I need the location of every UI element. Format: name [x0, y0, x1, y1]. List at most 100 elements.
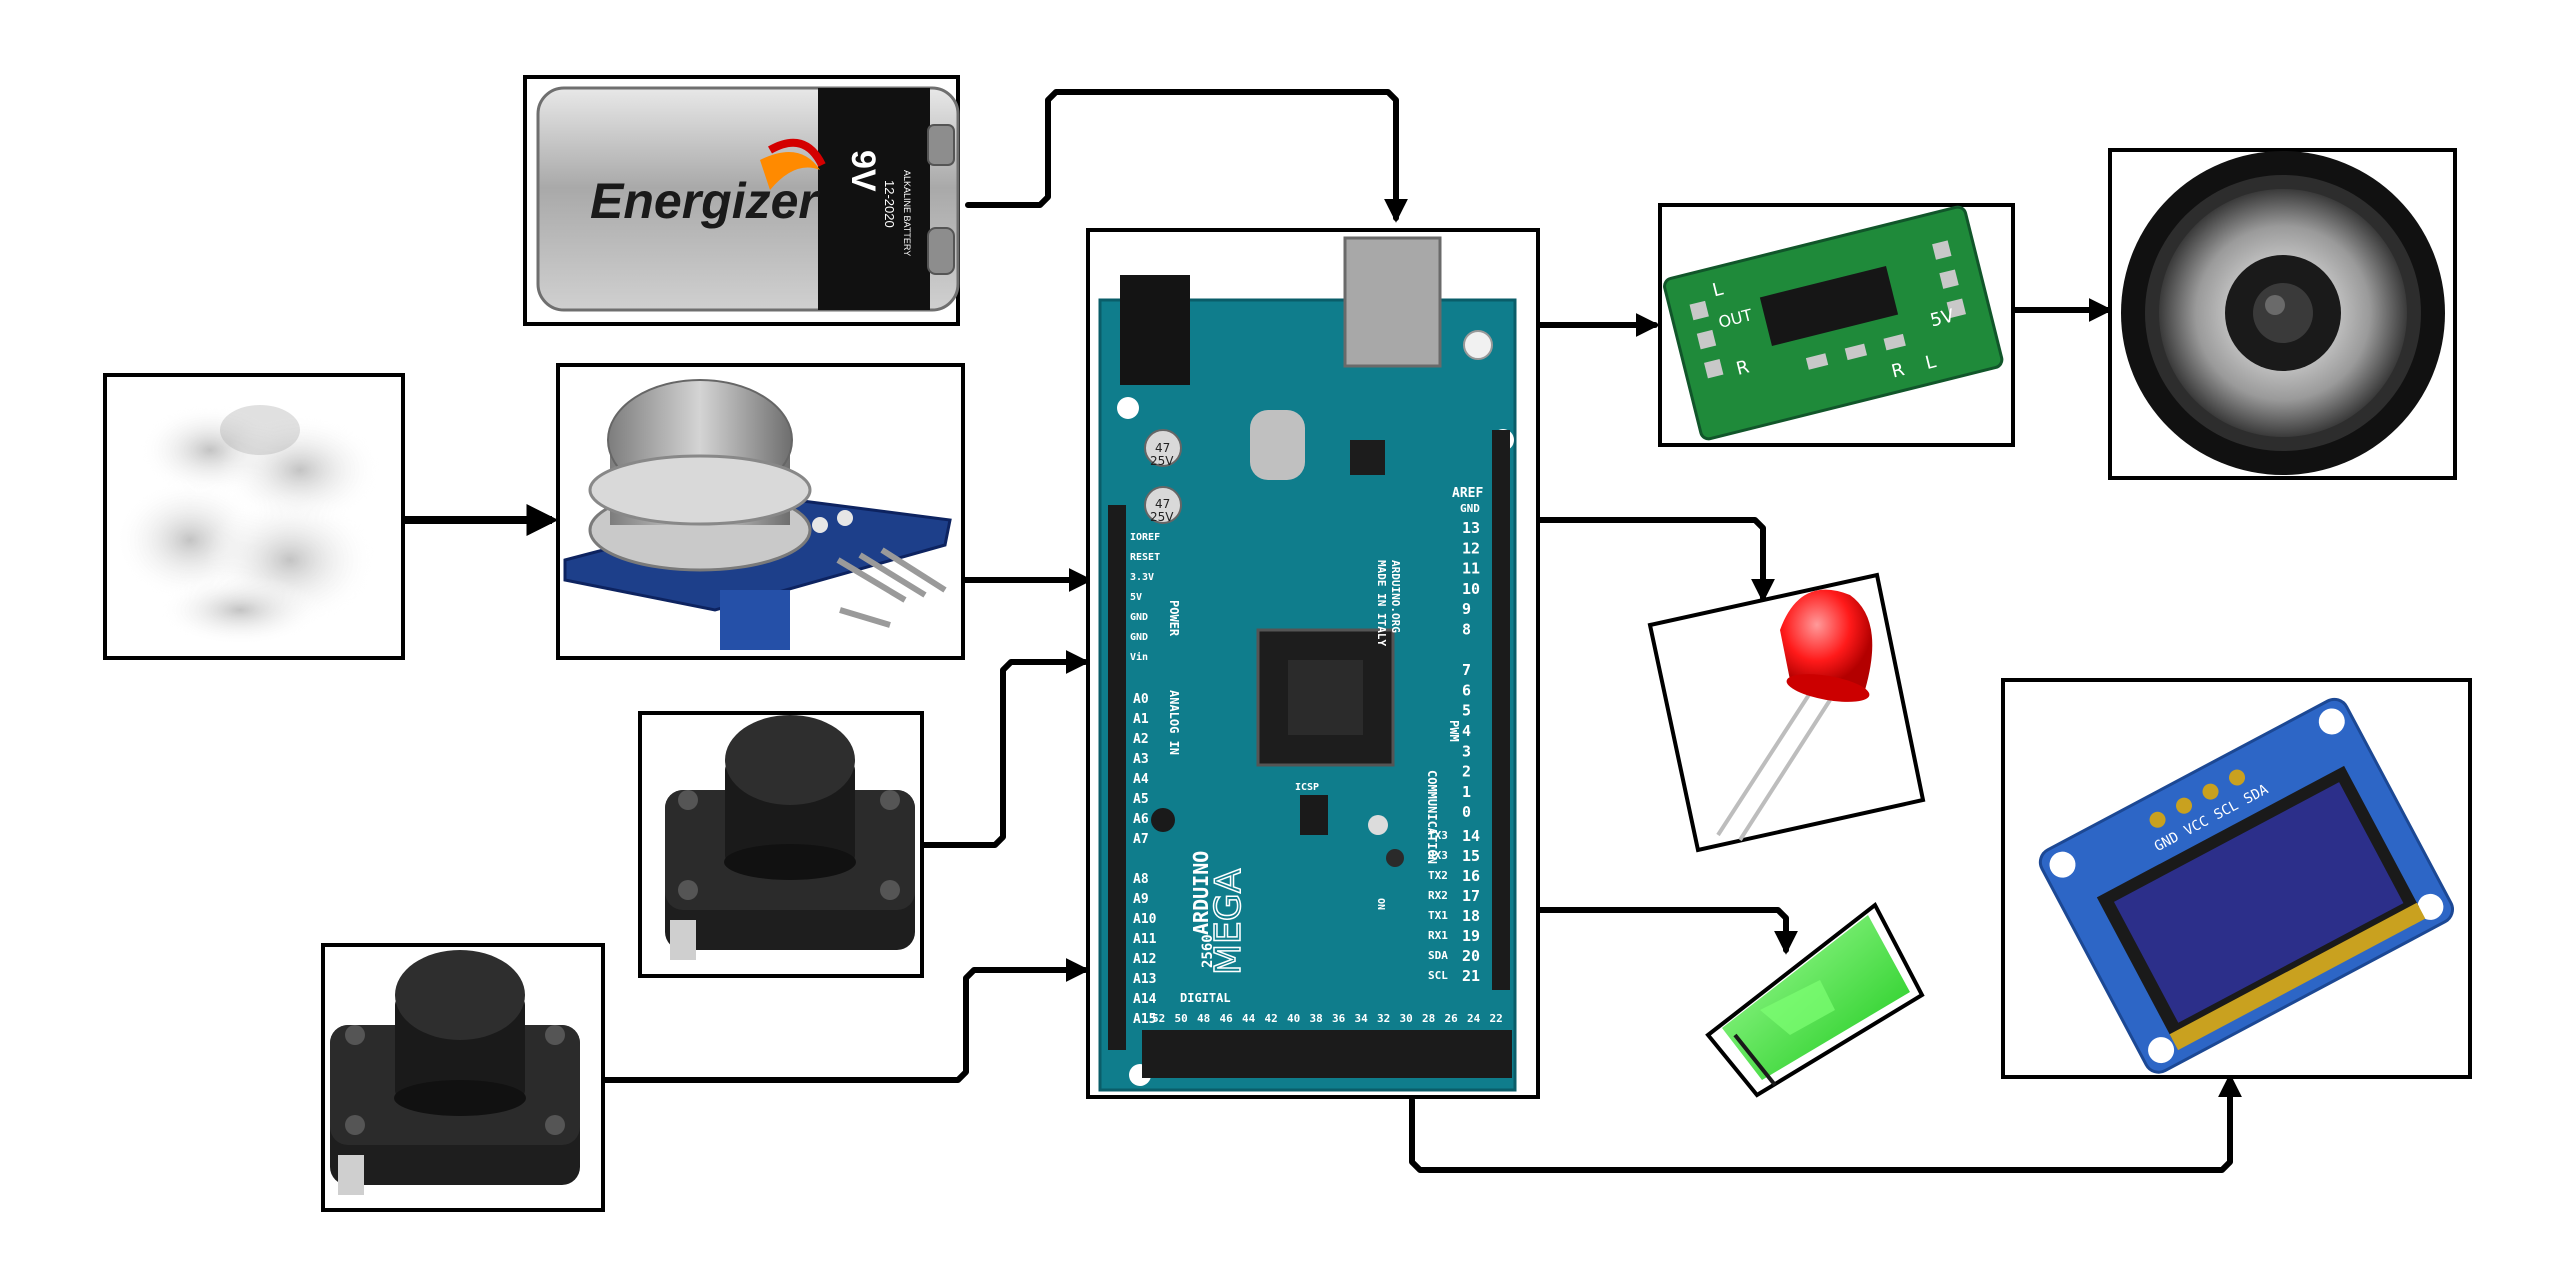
analog-pin-label: A13 [1133, 972, 1156, 987]
digital-pin-label: 48 [1197, 1012, 1210, 1025]
analog-pin-label: A7 [1133, 832, 1149, 847]
pwm-pin-label: 13 [1462, 519, 1480, 537]
power-header-label: POWER [1167, 600, 1181, 637]
smoke-image [115, 405, 380, 645]
pwm-pin-label: 6 [1462, 681, 1471, 699]
board-org: ARDUINO.ORG [1389, 560, 1402, 633]
comm-pin-number: 16 [1462, 867, 1480, 885]
digital-pin-label: 50 [1175, 1012, 1188, 1025]
power-pin-label: GND [1130, 632, 1148, 643]
analog-pin-label: A11 [1133, 932, 1157, 947]
pwm-pin-label: 3 [1462, 742, 1471, 760]
digital-pin-label: 52 [1152, 1012, 1165, 1025]
icsp-label: ICSP [1295, 782, 1319, 793]
analog-pin-label: A9 [1133, 892, 1149, 907]
comm-pin-name: TX2 [1428, 869, 1448, 882]
power-pin-label: RESET [1130, 552, 1160, 563]
wire-button2-to-board [602, 958, 1090, 1083]
comm-pin-name: SCL [1428, 969, 1448, 982]
gnd-label: GND [1460, 502, 1480, 515]
gas-sensor-block [556, 363, 965, 660]
wire-board-to-red-led [1537, 517, 1775, 603]
wire-battery-to-board [965, 89, 1408, 223]
comm-header-label: COMMUNICATION [1425, 770, 1439, 864]
power-pin-label: Vin [1130, 651, 1148, 663]
pwm-pin-label: 1 [1462, 783, 1471, 801]
comm-pin-name: RX1 [1428, 929, 1448, 942]
red-led-image [1716, 589, 1873, 842]
gas-sensor-image [563, 379, 952, 650]
digital-pin-label: 22 [1490, 1012, 1503, 1025]
analog-pin-label: A3 [1133, 752, 1149, 767]
analog-pin-label: A2 [1133, 732, 1149, 747]
comm-pin-number: 20 [1462, 947, 1480, 965]
analog-pin-label: A4 [1133, 772, 1149, 787]
comm-pin-name: RX2 [1428, 889, 1448, 902]
oled-display-image: GND VCC SCL SDA [2038, 697, 2454, 1074]
pwm-pin-label: 2 [1462, 763, 1471, 781]
battery-type: ALKALINE BATTERY [902, 170, 912, 256]
green-led-image [1722, 915, 1910, 1087]
amp-label-l: L [1710, 279, 1725, 302]
board-model: MEGA [1208, 868, 1249, 975]
digital-pin-label: 44 [1242, 1012, 1256, 1025]
pwm-pin-label: 9 [1462, 600, 1471, 618]
analog-pin-label: A0 [1133, 692, 1149, 707]
wire-button1-to-board [920, 650, 1090, 848]
analog-pin-label: A10 [1133, 912, 1157, 927]
battery-code: 12-2020 [882, 180, 897, 228]
digital-pin-label: 42 [1265, 1012, 1278, 1025]
smoke-block [103, 373, 405, 660]
digital-pin-label: 34 [1355, 1012, 1369, 1025]
amplifier-image: L OUT R 5V L R [1663, 205, 2004, 441]
pwm-pin-label: 4 [1462, 722, 1471, 740]
analog-pin-label: A14 [1133, 992, 1157, 1007]
cap-1-value: 47 [1155, 441, 1170, 455]
digital-pin-label: 30 [1400, 1012, 1413, 1025]
comm-pin-number: 14 [1462, 827, 1480, 845]
comm-pin-number: 21 [1462, 967, 1480, 985]
digital-pin-label: 32 [1377, 1012, 1390, 1025]
on-label: ON [1375, 898, 1386, 910]
battery-image: Energizer 9V 12-2020 ALKALINE BATTERY [536, 86, 960, 312]
amp-label-l2: L [1923, 351, 1938, 374]
amplifier-block: L OUT R 5V L R [1658, 203, 2015, 447]
analog-pin-label: A5 [1133, 792, 1149, 807]
comm-pin-number: 19 [1462, 927, 1480, 945]
comm-pin-number: 17 [1462, 887, 1480, 905]
pwm-header-label: PWM [1447, 720, 1461, 742]
power-pin-label: GND [1130, 612, 1148, 623]
digital-pin-label: 36 [1332, 1012, 1346, 1025]
wires [405, 89, 2242, 1173]
comm-pin-name: TX3 [1428, 829, 1448, 842]
digital-pin-label: 26 [1445, 1012, 1459, 1025]
push-button-1-block [638, 711, 924, 978]
comm-pin-name: TX1 [1428, 909, 1448, 922]
amp-label-r2: R [1889, 359, 1906, 382]
battery-block: Energizer 9V 12-2020 ALKALINE BATTERY [523, 75, 960, 326]
pwm-pin-label: 12 [1462, 539, 1480, 557]
pwm-pin-label: 7 [1462, 661, 1471, 679]
cap-2-value: 47 [1155, 497, 1170, 511]
arduino-mega-block: 47 25V 47 25V ARDUINO MEGA 2560 MADE IN … [1086, 228, 1540, 1099]
pwm-pin-label: 0 [1462, 803, 1471, 821]
aref-label: AREF [1452, 486, 1483, 501]
board-made-in: MADE IN ITALY [1375, 560, 1388, 646]
digital-pin-label: 46 [1220, 1012, 1234, 1025]
analog-pin-label: A15 [1133, 1012, 1156, 1027]
push-button-2-block [321, 943, 605, 1212]
cap-1-voltage: 25V [1150, 454, 1174, 468]
comm-pin-name: RX3 [1428, 849, 1448, 862]
power-pin-label: 5V [1130, 592, 1142, 603]
speaker-block [2108, 148, 2457, 480]
push-button-1-image [665, 715, 915, 960]
power-pin-label: IOREF [1130, 532, 1160, 543]
analog-pin-label: A8 [1133, 872, 1149, 887]
analog-pin-label: A12 [1133, 952, 1156, 967]
battery-voltage: 9V [844, 150, 882, 192]
